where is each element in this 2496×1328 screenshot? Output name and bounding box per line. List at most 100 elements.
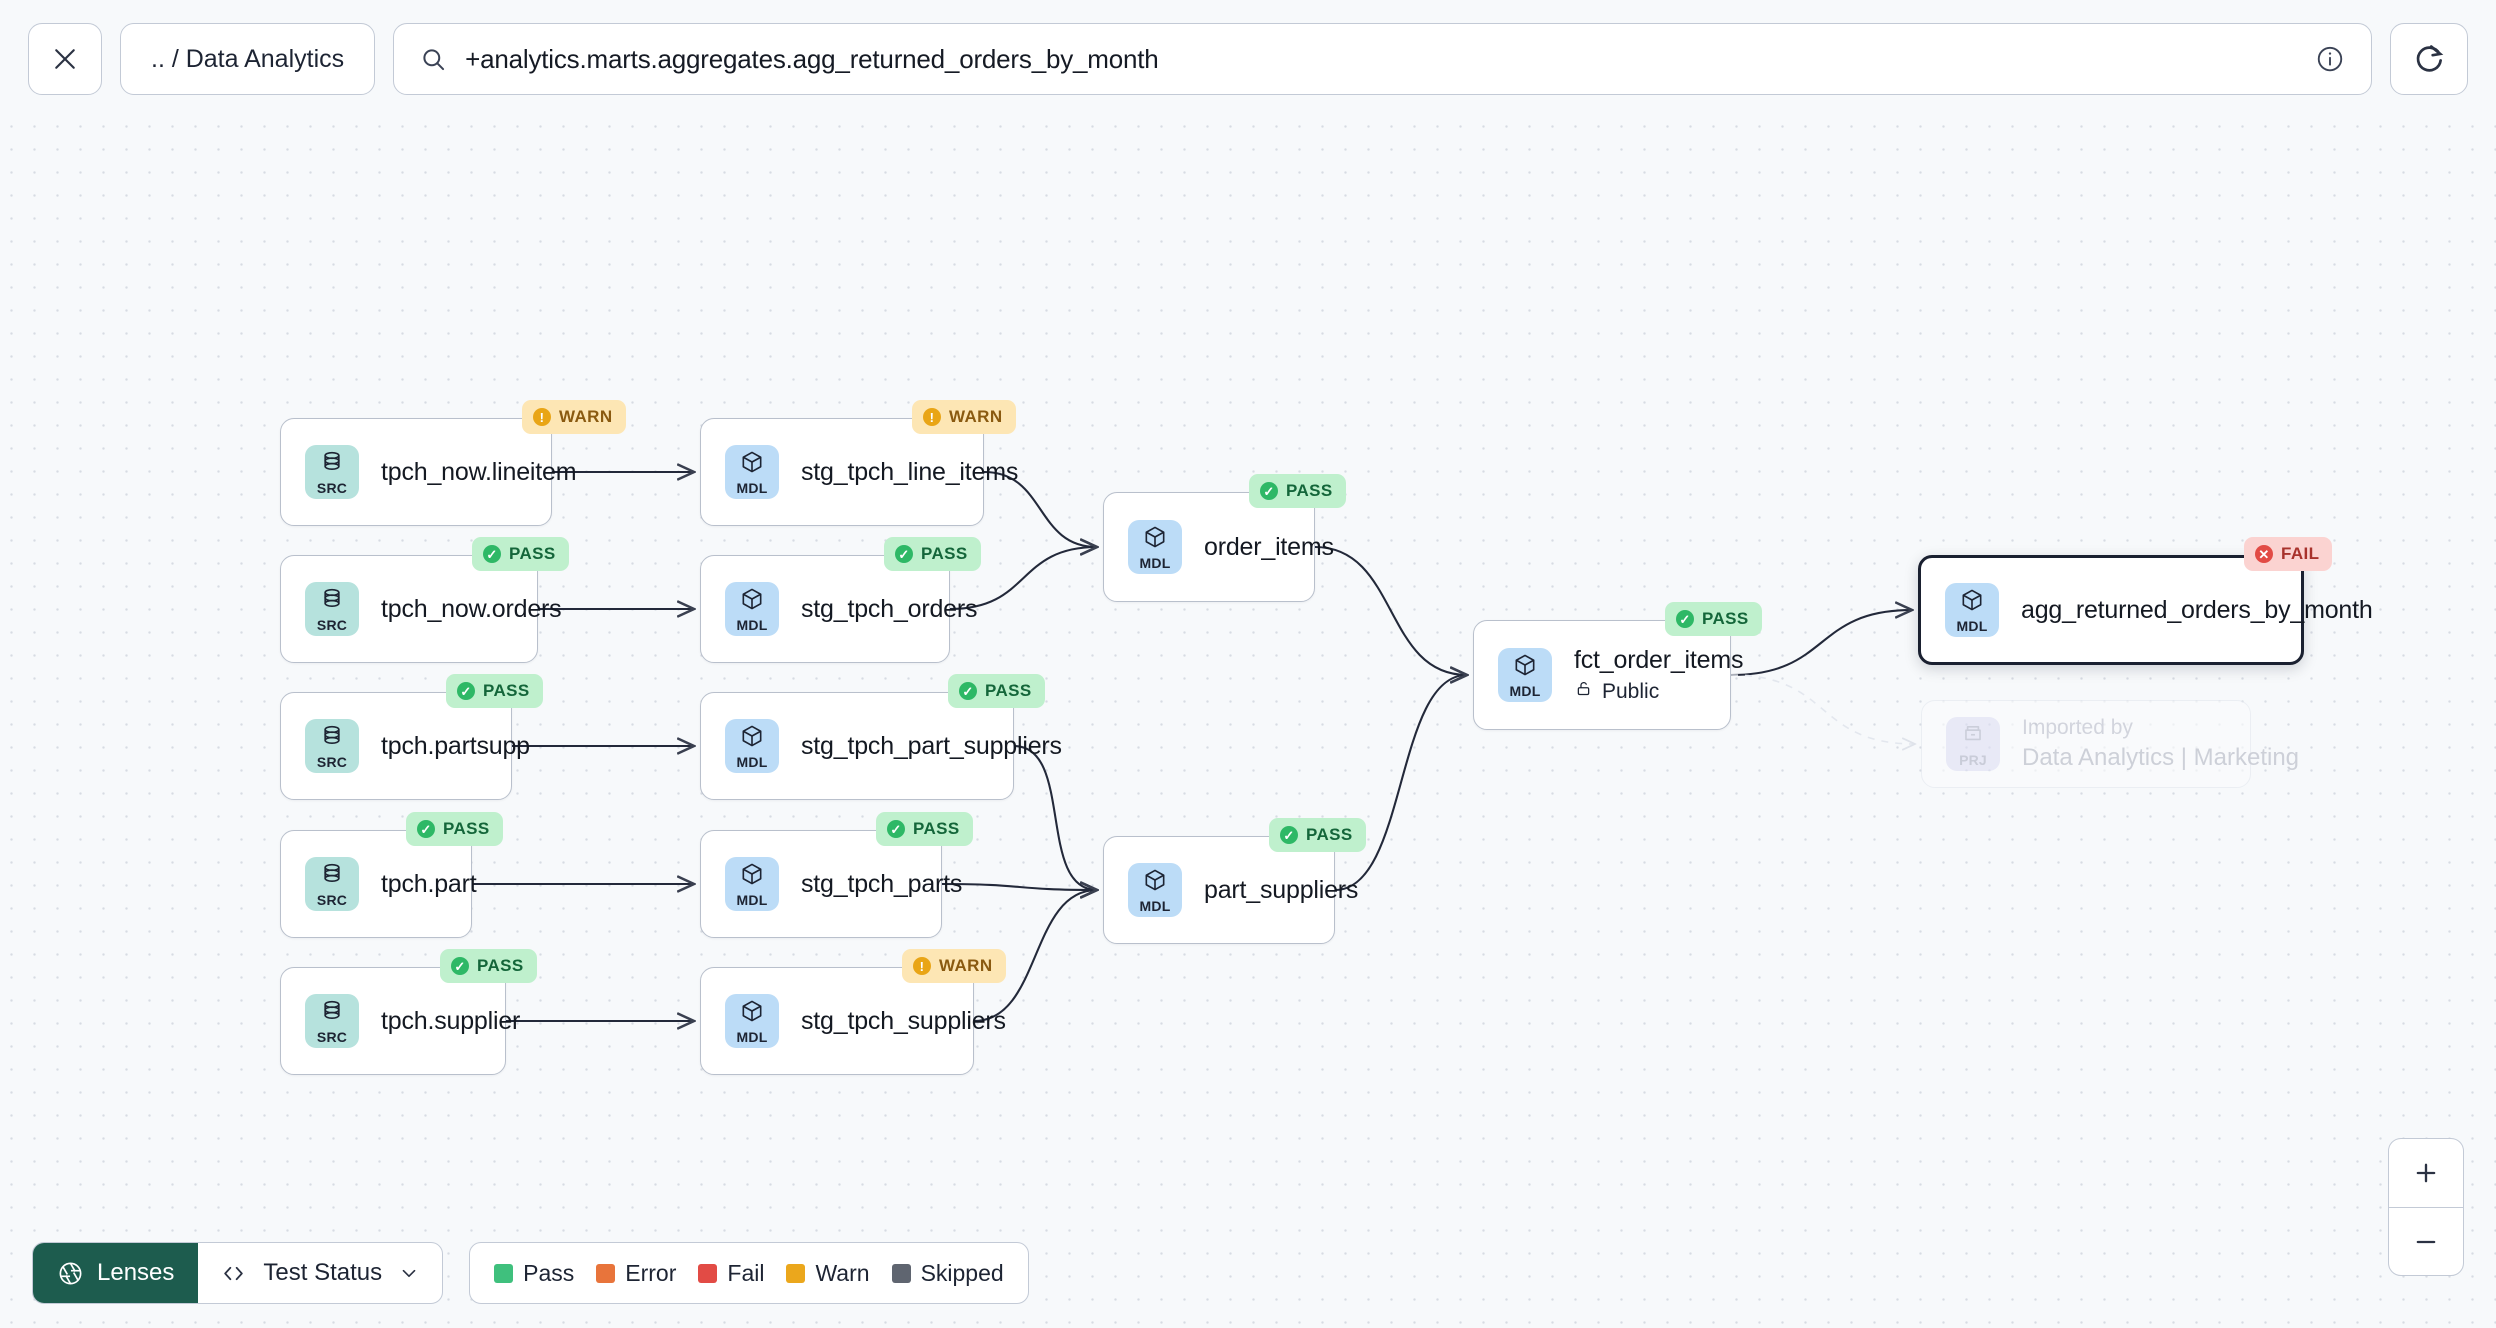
search-input[interactable]: +analytics.marts.aggregates.agg_returned… (393, 23, 2372, 95)
node-title: tpch_now.lineitem (381, 457, 577, 486)
graph-node-agg_returned_orders_by_month[interactable]: MDL agg_returned_orders_by_month (1918, 555, 2373, 665)
status-dot-icon: ✓ (457, 682, 475, 700)
node-kind-label: SRC (316, 754, 348, 770)
legend-item-warn[interactable]: Warn (786, 1260, 870, 1287)
graph-node-tpch_part[interactable]: SRC tpch.part (280, 830, 477, 938)
status-tag-pass[interactable]: ✓ PASS (406, 812, 503, 846)
status-tag-label: PASS (1702, 609, 1749, 628)
close-button[interactable] (28, 23, 102, 95)
legend-label: Error (625, 1259, 677, 1286)
node-title: order_items (1204, 532, 1334, 561)
status-tag-warn[interactable]: ! WARN (912, 400, 1016, 434)
search-input-value: +analytics.marts.aggregates.agg_returned… (465, 43, 1159, 74)
src-icon (319, 723, 345, 754)
node-kind-label: SRC (316, 480, 348, 496)
refresh-button[interactable] (2390, 23, 2468, 95)
lenses-button[interactable]: Lenses (33, 1243, 199, 1303)
node-kind-label: MDL (736, 754, 768, 770)
legend-item-error[interactable]: Error (596, 1260, 676, 1287)
node-kind-badge-mdl: MDL (1945, 583, 1999, 637)
status-tag-label: WARN (939, 956, 993, 975)
graph-node-stg_tpch_parts[interactable]: MDL stg_tpch_parts (700, 830, 962, 938)
graph-node-part_suppliers[interactable]: MDL part_suppliers (1103, 836, 1359, 944)
legend-item-fail[interactable]: Fail (698, 1260, 764, 1287)
status-dot-icon: ✓ (887, 820, 905, 838)
aperture-icon (59, 1262, 82, 1284)
status-dot-icon: ✓ (451, 957, 469, 975)
lineage-canvas[interactable]: SRC tpch_now.lineitem ! WARN SRC tpch_no… (0, 118, 2496, 1328)
status-tag-warn[interactable]: ! WARN (902, 949, 1006, 983)
node-kind-label: MDL (736, 480, 768, 496)
status-dot-icon: ✕ (2255, 545, 2273, 563)
status-tag-pass[interactable]: ✓ PASS (446, 674, 543, 708)
node-kind-label: MDL (736, 1029, 768, 1045)
status-tag-pass[interactable]: ✓ PASS (884, 537, 981, 571)
lenses-group: Lenses Test Status (32, 1242, 444, 1304)
test-status-dropdown[interactable]: Test Status (198, 1243, 442, 1303)
node-kind-label: MDL (1956, 618, 1988, 634)
node-title: tpch.partsupp (381, 731, 530, 760)
breadcrumb-label: .. / Data Analytics (151, 44, 345, 73)
graph-node-tpch_supplier[interactable]: SRC tpch.supplier (280, 967, 520, 1075)
node-title: part_suppliers (1204, 875, 1359, 904)
graph-node-stg_tpch_suppliers[interactable]: MDL stg_tpch_suppliers (700, 967, 1006, 1075)
close-icon (55, 49, 75, 69)
node-kind-badge-mdl: MDL (725, 582, 779, 636)
status-tag-pass[interactable]: ✓ PASS (472, 537, 569, 571)
graph-node-imported_by_prj[interactable]: PRJ Imported by Data Analytics | Marketi… (1921, 700, 2300, 788)
status-dot-icon: ! (533, 408, 551, 426)
status-dot-icon: ✓ (1676, 610, 1694, 628)
node-visibility-label: Public (1602, 679, 1660, 703)
graph-node-tpch_partsupp[interactable]: SRC tpch.partsupp (280, 692, 530, 800)
zoom-out-button[interactable] (2389, 1207, 2463, 1275)
edge-fct_order_items-to-imported_by_prj (1730, 674, 1915, 744)
status-legend: Pass Error Fail Warn Skipped (469, 1242, 1029, 1304)
status-tag-pass[interactable]: ✓ PASS (1249, 474, 1346, 508)
status-tag-pass[interactable]: ✓ PASS (876, 812, 973, 846)
status-dot-icon: ✓ (1260, 482, 1278, 500)
status-tag-label: PASS (921, 544, 968, 563)
node-kind-label: MDL (1139, 555, 1171, 571)
status-tag-label: PASS (1286, 481, 1333, 500)
src-icon (319, 449, 345, 480)
mdl-icon (1959, 587, 1985, 618)
legend-swatch (891, 1263, 911, 1283)
status-tag-pass[interactable]: ✓ PASS (948, 674, 1045, 708)
legend-item-pass[interactable]: Pass (494, 1260, 574, 1287)
legend-label: Skipped (920, 1259, 1004, 1286)
status-tag-label: PASS (477, 956, 524, 975)
status-tag-label: WARN (949, 407, 1003, 426)
node-imported-by-label: Imported by (2022, 716, 2133, 739)
mdl-icon (739, 998, 765, 1029)
status-tag-pass[interactable]: ✓ PASS (440, 949, 537, 983)
graph-node-tpch_now_lineitem[interactable]: SRC tpch_now.lineitem (280, 418, 577, 526)
status-tag-pass[interactable]: ✓ PASS (1665, 602, 1762, 636)
node-kind-badge-src: SRC (305, 582, 359, 636)
status-tag-label: WARN (559, 407, 613, 426)
graph-node-stg_tpch_part_suppliers[interactable]: MDL stg_tpch_part_suppliers (700, 692, 1062, 800)
status-tag-pass[interactable]: ✓ PASS (1269, 818, 1366, 852)
graph-node-order_items[interactable]: MDL order_items (1103, 492, 1334, 602)
graph-node-stg_tpch_line_items[interactable]: MDL stg_tpch_line_items (700, 418, 1018, 526)
breadcrumb[interactable]: .. / Data Analytics (120, 23, 376, 95)
node-kind-badge-mdl: MDL (725, 445, 779, 499)
node-kind-label: MDL (736, 617, 768, 633)
status-tag-label: PASS (1306, 825, 1353, 844)
graph-node-tpch_now_orders[interactable]: SRC tpch_now.orders (280, 555, 562, 663)
legend-swatch (494, 1263, 514, 1283)
node-imported-by-value: Data Analytics | Marketing (2022, 744, 2300, 771)
node-title: stg_tpch_part_suppliers (801, 731, 1062, 760)
legend-item-skipped[interactable]: Skipped (891, 1259, 1004, 1287)
status-tag-fail[interactable]: ✕ FAIL (2244, 537, 2333, 571)
graph-node-stg_tpch_orders[interactable]: MDL stg_tpch_orders (700, 555, 977, 663)
code-icon (224, 1266, 244, 1280)
refresh-icon (2416, 45, 2444, 72)
zoom-controls (2388, 1138, 2464, 1276)
status-tag-warn[interactable]: ! WARN (522, 400, 626, 434)
node-kind-badge-mdl: MDL (1128, 520, 1182, 574)
legend-label: Pass (523, 1259, 575, 1286)
info-icon[interactable] (2315, 44, 2345, 74)
node-title: tpch_now.orders (381, 594, 562, 623)
zoom-in-button[interactable] (2389, 1139, 2463, 1207)
graph-node-fct_order_items[interactable]: MDL fct_order_items Public (1473, 620, 1743, 730)
